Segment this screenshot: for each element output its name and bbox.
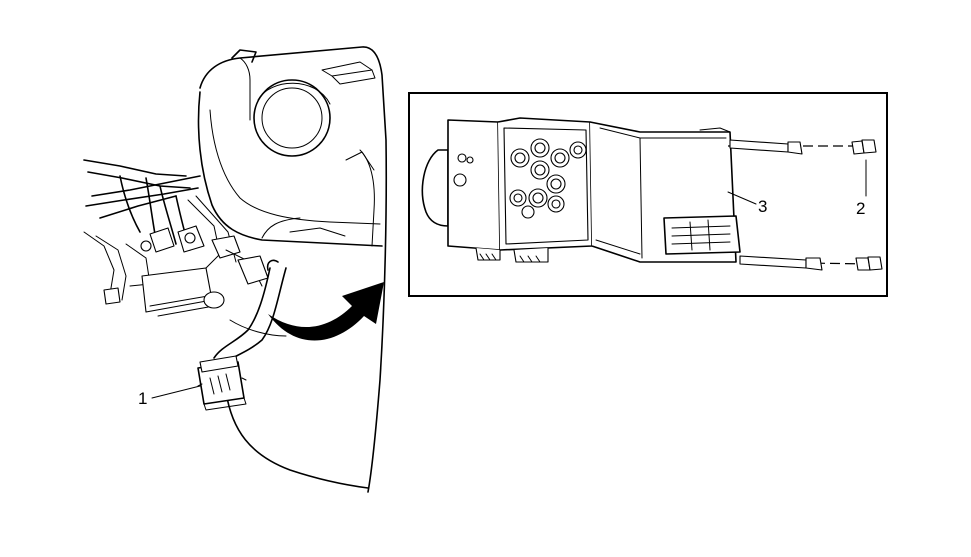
callout-label-3: 3 [758, 197, 767, 216]
vehicle-compartment [197, 46, 388, 493]
callout-1: 1 [138, 385, 201, 408]
curved-arrow-icon [268, 282, 384, 341]
callout-3: 3 [727, 191, 767, 216]
callout-2: 2 [856, 159, 867, 218]
brake-line-bundle [83, 159, 287, 337]
electrical-connector-icon [197, 355, 247, 411]
callout-label-1: 1 [138, 389, 147, 408]
callout-label-2: 2 [856, 199, 865, 218]
bolt-icon [728, 139, 883, 271]
detail-inset [408, 92, 888, 297]
ebcm-module-icon [421, 117, 741, 263]
